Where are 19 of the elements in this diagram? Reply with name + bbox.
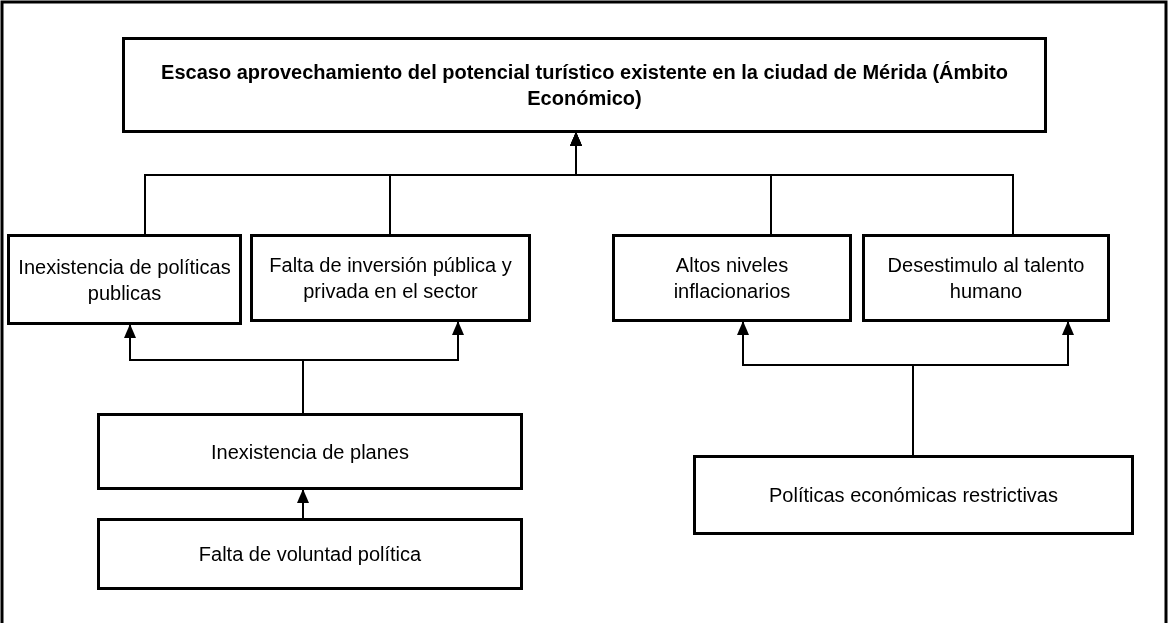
box-text: Políticas económicas restrictivas [769, 483, 1058, 508]
box-text: Desestimulo al talento humano [886, 253, 1086, 304]
connector-arrow [570, 132, 1014, 235]
cause-box [862, 234, 1110, 322]
box-text: Falta de inversión pública y privada en el sector [268, 253, 513, 304]
box-text: Falta de voluntad política [198, 542, 422, 567]
cause-box [7, 234, 242, 325]
effect-box [122, 37, 1047, 133]
cause-box [97, 413, 523, 490]
box-text: Inexistencia de políticas publicas [18, 254, 231, 306]
cause-box [97, 518, 523, 590]
box-text: Escaso aprovechamiento del potencial turístico existente en la ciudad de Mérida (Ámbito Económico) [160, 60, 1009, 111]
cause-box [693, 455, 1134, 535]
connector-arrow [302, 321, 464, 414]
cause-box [612, 234, 852, 322]
box-text: Altos niveles inflacionarios [672, 253, 792, 304]
box-text: Inexistencia de planes [211, 439, 409, 465]
connector-arrow [297, 489, 309, 519]
cause-box [250, 234, 531, 322]
